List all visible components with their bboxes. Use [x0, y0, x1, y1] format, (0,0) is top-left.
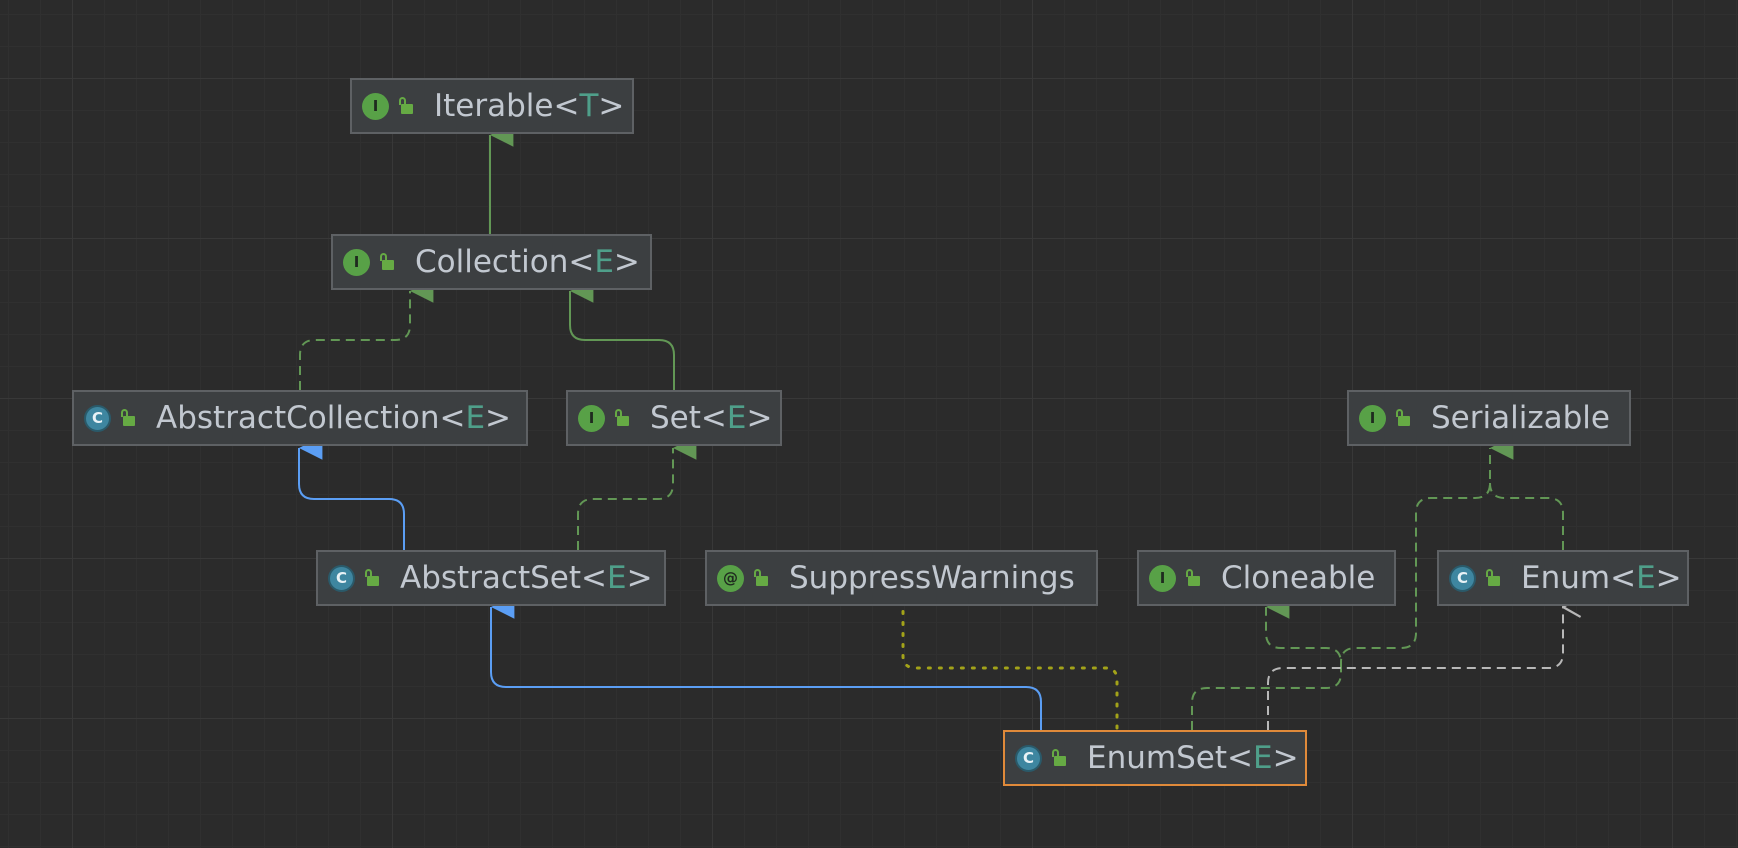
lock-open-icon: [1485, 569, 1501, 587]
interface-icon: I: [343, 248, 370, 276]
class-icon: C: [328, 564, 355, 592]
node-label: Iterable<T>: [434, 88, 625, 124]
node-abstractset[interactable]: C AbstractSet<E>: [316, 550, 666, 606]
class-icon: C: [1015, 744, 1042, 772]
node-label: AbstractCollection<E>: [156, 400, 512, 436]
interface-icon: I: [1149, 564, 1176, 592]
edge-abstractset-set: [577, 436, 697, 550]
node-set[interactable]: I Set<E>: [566, 390, 782, 446]
lock-open-icon: [753, 569, 769, 587]
annotation-icon: @: [717, 564, 744, 592]
node-enumset[interactable]: C EnumSet<E>: [1003, 730, 1307, 786]
node-label: SuppressWarnings: [789, 560, 1075, 596]
node-collection[interactable]: I Collection<E>: [331, 234, 652, 290]
node-label: Serializable: [1431, 400, 1610, 436]
node-label: Collection<E>: [415, 244, 640, 280]
interface-icon: I: [1359, 404, 1386, 432]
edge-abstractset-abstractcollection: [298, 436, 405, 550]
node-cloneable[interactable]: I Cloneable: [1137, 550, 1396, 606]
node-label: EnumSet<E>: [1087, 740, 1299, 776]
edge-set-collection: [569, 279, 675, 390]
class-icon: C: [84, 404, 111, 432]
lock-open-icon: [398, 97, 414, 115]
lock-open-icon: [1395, 409, 1411, 427]
edge-enumset-abstractset: [490, 595, 1042, 730]
edge-enumset-serializable: [1340, 436, 1514, 668]
edge-enumset-enum: [1267, 607, 1563, 730]
class-icon: C: [1449, 564, 1476, 592]
interface-icon: I: [578, 404, 605, 432]
node-label: Enum<E>: [1521, 560, 1682, 596]
node-suppresswarnings[interactable]: @ SuppressWarnings: [705, 550, 1098, 606]
edge-enumset-suppresswarnings: [901, 606, 1119, 730]
node-serializable[interactable]: I Serializable: [1347, 390, 1631, 446]
lock-open-icon: [364, 569, 380, 587]
lock-open-icon: [120, 409, 136, 427]
edge-enum-serializable: [1489, 482, 1564, 550]
lock-open-icon: [1051, 749, 1067, 767]
node-label: Set<E>: [650, 400, 773, 436]
lock-open-icon: [1185, 569, 1201, 587]
lock-open-icon: [379, 253, 395, 271]
lock-open-icon: [614, 409, 630, 427]
node-label: Cloneable: [1221, 560, 1376, 596]
node-label: AbstractSet<E>: [400, 560, 653, 596]
node-enum[interactable]: C Enum<E>: [1437, 550, 1689, 606]
node-iterable[interactable]: I Iterable<T>: [350, 78, 634, 134]
edge-abstractcollection-collection: [299, 279, 434, 390]
node-abstractcollection[interactable]: C AbstractCollection<E>: [72, 390, 528, 446]
interface-icon: I: [362, 92, 389, 120]
